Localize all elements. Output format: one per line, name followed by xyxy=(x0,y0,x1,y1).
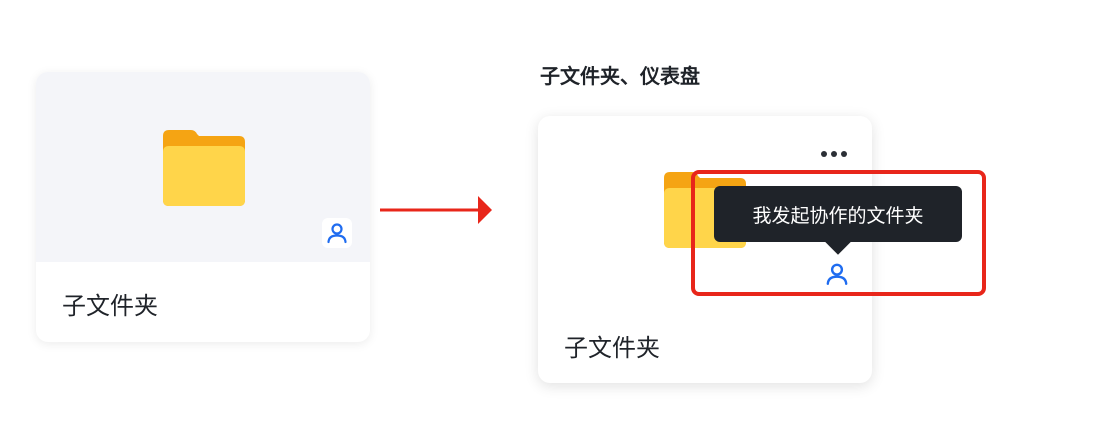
more-horizontal-icon[interactable] xyxy=(814,146,854,162)
section-title: 子文件夹、仪表盘 xyxy=(540,64,700,88)
more-dot xyxy=(841,151,847,157)
collaboration-tooltip: 我发起协作的文件夹 xyxy=(714,186,962,242)
arrow-right-icon xyxy=(380,196,492,224)
folder-name: 子文件夹 xyxy=(564,334,660,362)
user-icon[interactable] xyxy=(824,261,850,287)
highlight-box xyxy=(691,170,986,296)
more-dot xyxy=(821,151,827,157)
folder-card-after[interactable]: 子文件夹 xyxy=(538,116,872,383)
folder-name: 子文件夹 xyxy=(62,292,158,320)
folder-thumbnail xyxy=(36,72,370,262)
folder-icon xyxy=(163,130,245,206)
user-icon xyxy=(327,223,347,244)
folder-card-before[interactable]: 子文件夹 xyxy=(36,72,370,342)
collaboration-badge xyxy=(322,218,352,248)
more-dot xyxy=(831,151,837,157)
